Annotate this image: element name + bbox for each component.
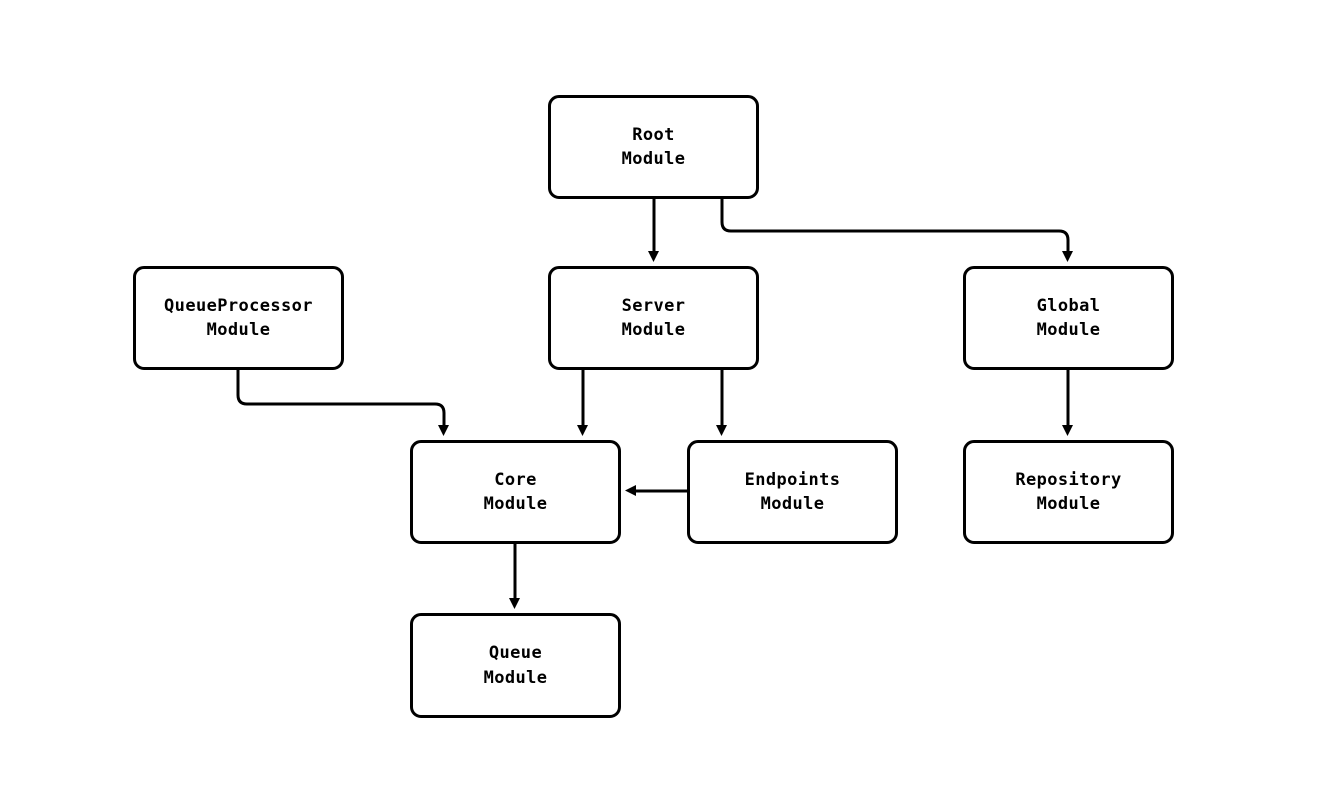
node-endpoints-module[interactable]: Endpoints Module: [687, 440, 898, 544]
node-queueprocessor-module-line2: Module: [206, 320, 271, 340]
node-server-module[interactable]: Server Module: [548, 266, 759, 370]
node-root-module-line1: Root: [632, 124, 675, 145]
node-global-module[interactable]: Global Module: [963, 266, 1174, 370]
node-queue-module-line1: Queue: [488, 643, 543, 664]
node-repository-module[interactable]: Repository Module: [963, 440, 1174, 544]
node-global-module-line2: Module: [1036, 320, 1101, 340]
node-queueprocessor-module[interactable]: QueueProcessor Module: [133, 266, 344, 370]
node-core-module[interactable]: Core Module: [410, 440, 621, 544]
node-global-module-line1: Global: [1036, 295, 1101, 316]
node-queueprocessor-module-line1: QueueProcessor: [164, 295, 313, 316]
node-server-module-line1: Server: [621, 295, 686, 316]
node-root-module-line2: Module: [621, 149, 686, 169]
node-root-module[interactable]: Root Module: [548, 95, 759, 199]
node-repository-module-line1: Repository: [1015, 469, 1122, 490]
node-queue-module[interactable]: Queue Module: [410, 613, 621, 718]
node-server-module-line2: Module: [621, 320, 686, 340]
node-core-module-line1: Core: [494, 469, 537, 490]
node-endpoints-module-line2: Module: [760, 494, 825, 514]
node-queue-module-line2: Module: [483, 667, 548, 688]
node-endpoints-module-line1: Endpoints: [744, 469, 841, 490]
node-core-module-line2: Module: [483, 494, 548, 514]
node-repository-module-line2: Module: [1036, 494, 1101, 514]
